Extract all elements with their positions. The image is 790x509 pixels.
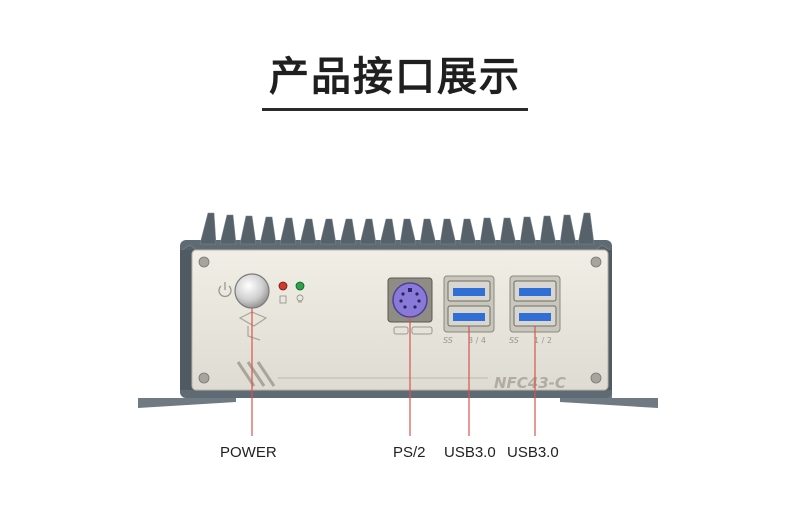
callout-label-ps2: PS/2 [393, 444, 426, 461]
callout-label-power: POWER [220, 444, 277, 461]
usb3-port-3[interactable] [447, 280, 491, 302]
ps2-pins [399, 288, 421, 309]
usb3-port-1[interactable] [513, 280, 557, 302]
callout-lines [251, 308, 536, 436]
usb-ss-mark-2: SS [509, 336, 519, 345]
callout-label-usb-1-2: USB3.0 [507, 444, 559, 461]
power-led [295, 281, 305, 291]
usb3-port-4[interactable] [447, 305, 491, 327]
power-button[interactable] [234, 273, 270, 309]
hdd-led [278, 281, 288, 291]
panel-screws [198, 256, 602, 384]
title-underline [262, 108, 528, 111]
lightbulb-icon [296, 294, 304, 303]
heatsink-fins [181, 212, 611, 301]
power-symbol-icon [218, 282, 232, 298]
callout-label-usb-3-4: USB3.0 [444, 444, 496, 461]
usb3-port-2[interactable] [513, 305, 557, 327]
hdd-led-icon [279, 295, 287, 304]
page-title: 产品接口展示 [269, 54, 521, 100]
keyboard-mouse-icon [393, 326, 433, 335]
usb-ss-mark: SS [443, 336, 453, 345]
usb-group-label-3-4: 3 / 4 [468, 336, 486, 345]
panel-stripes [236, 361, 276, 387]
brand-logo-icon [238, 311, 268, 341]
usb-group-label-1-2: 1 / 2 [534, 336, 552, 345]
model-number: NFC43-C [494, 374, 566, 392]
